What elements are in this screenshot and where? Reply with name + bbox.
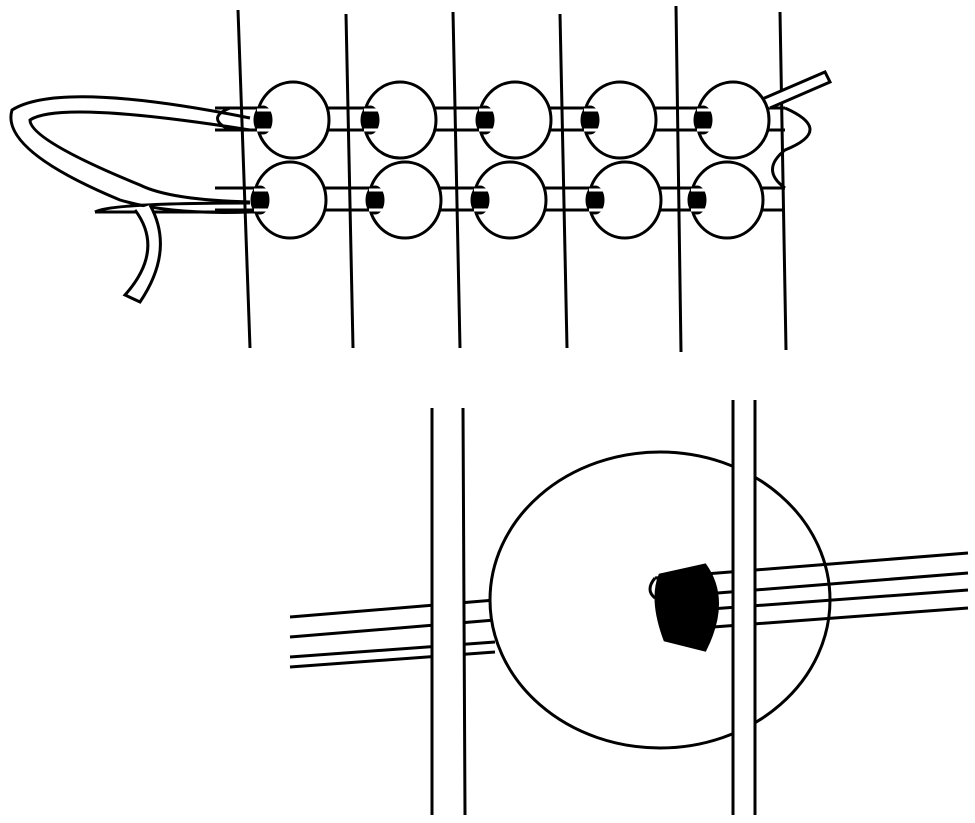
bead-hole <box>475 105 495 135</box>
bottom-panel <box>289 400 969 816</box>
bead-hole <box>585 185 605 215</box>
warp-thread <box>558 13 569 349</box>
bead-thread <box>589 188 603 212</box>
right-warp-pair <box>731 400 757 815</box>
bead-thread <box>691 188 705 212</box>
top-panel <box>9 5 833 353</box>
warp-thread <box>451 11 462 349</box>
right-threads <box>648 551 969 630</box>
right-warp-pair-mask <box>734 400 754 815</box>
warp-thread <box>236 9 252 349</box>
bead-thread <box>479 108 493 132</box>
bead-hole <box>250 185 270 215</box>
warp-thread <box>674 5 683 353</box>
bead-thread <box>697 108 711 132</box>
bead-thread <box>254 188 268 212</box>
bead-thread <box>257 108 271 132</box>
left-warp-pair <box>430 407 467 816</box>
thread-loop <box>9 95 251 214</box>
bead-hole <box>470 185 490 215</box>
warp-thread <box>778 11 788 351</box>
left-warp-pair-mask <box>433 405 463 815</box>
bead-thread <box>474 188 488 212</box>
bead-hole <box>580 105 600 135</box>
bead-hole <box>253 105 273 135</box>
bead-thread <box>369 188 383 212</box>
bead-hole <box>360 105 380 135</box>
bead-thread <box>364 108 378 132</box>
bead-hole <box>365 185 385 215</box>
thread-end <box>759 70 833 110</box>
bead-hole <box>687 185 707 215</box>
thread-tail <box>122 204 162 304</box>
needle <box>94 201 255 214</box>
bead-hole <box>693 105 713 135</box>
bead-thread <box>584 108 598 132</box>
warp-thread <box>344 13 355 349</box>
thread-turn <box>216 106 812 190</box>
left-threads <box>289 598 496 669</box>
